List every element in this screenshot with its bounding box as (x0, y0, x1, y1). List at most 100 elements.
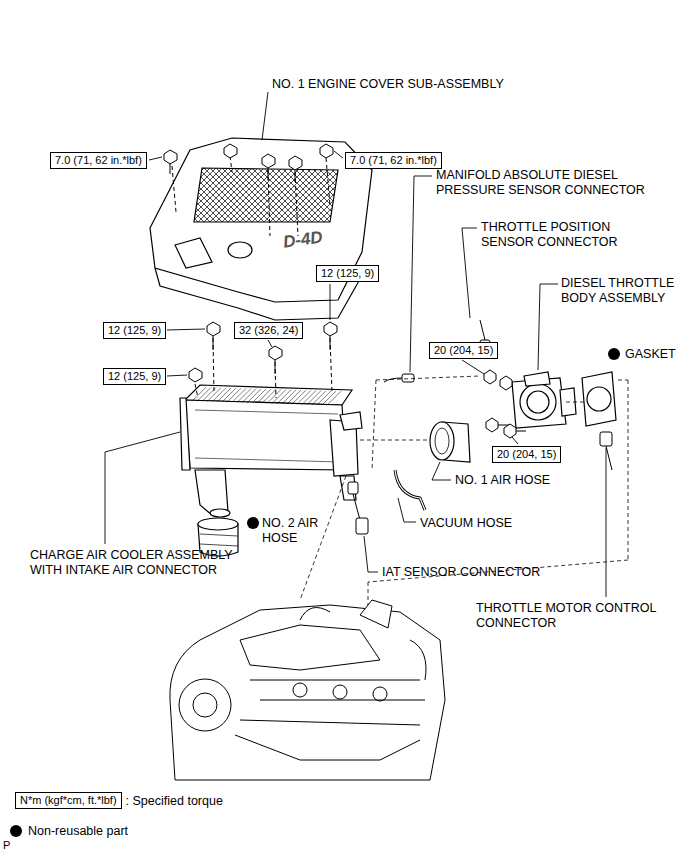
charge-air-cooler (195, 458, 340, 462)
cover-bolts (289, 156, 302, 170)
cooler-bolts (189, 368, 202, 382)
torque-box: 12 (125, 9) (103, 322, 166, 339)
engine-block (373, 687, 387, 701)
engine-block (170, 605, 445, 780)
assembly-guides (372, 380, 376, 470)
leader-lines (334, 151, 343, 158)
engine-block (240, 625, 380, 670)
part-label: DIESEL THROTTLE BODY ASSEMBLY (561, 276, 686, 306)
assembly-guides (360, 440, 430, 441)
cover-bolts (268, 168, 269, 180)
assembly-guides (628, 380, 629, 560)
part-label: NO. 1 ENGINE COVER SUB-ASSEMBLY (272, 77, 504, 92)
engine-cover (150, 138, 372, 320)
engine-cover (175, 238, 212, 268)
throttle-nuts-bolts (484, 370, 526, 438)
throttle-body (524, 372, 550, 386)
gasket (587, 387, 611, 411)
leader-lines (167, 375, 187, 376)
leader-lines (105, 432, 180, 544)
part-label: THROTTLE POSITION SENSOR CONNECTOR (481, 220, 656, 250)
no2-air-hose (200, 544, 238, 546)
assembly-guides (618, 380, 628, 381)
cover-bolts (262, 154, 275, 168)
connectors (480, 320, 485, 340)
leader-lines (538, 284, 558, 370)
cooler-bolts (269, 346, 282, 360)
cover-bolts (224, 144, 237, 158)
engine-block (193, 693, 217, 717)
charge-air-cooler (340, 412, 362, 430)
leader-lines (167, 329, 205, 330)
leader-lines (512, 437, 518, 444)
charge-air-cooler (185, 400, 346, 470)
leader-lines (149, 157, 162, 160)
torque-box: 12 (125, 9) (316, 265, 379, 282)
throttle-nuts-bolts (484, 370, 496, 384)
connectors (606, 446, 612, 470)
throttle-body (512, 372, 576, 428)
cooler-bolts (324, 322, 337, 336)
part-label: THROTTLE MOTOR CONTROL CONNECTOR (476, 601, 681, 631)
charge-air-cooler (180, 385, 362, 517)
part-label: CHARGE AIR COOLER ASSEMBLY WITH INTAKE A… (30, 548, 250, 578)
cooler-bolts (189, 322, 337, 398)
charge-air-cooler (180, 398, 190, 470)
cover-bolts (326, 158, 330, 205)
connectors (353, 494, 360, 520)
leader-lines (462, 360, 484, 374)
logo-text: D-4D (282, 229, 323, 249)
part-label: VACUUM HOSE (420, 516, 512, 531)
engine-block (410, 640, 426, 680)
leader-lines (398, 498, 416, 522)
part-label: IAT SENSOR CONNECTOR (382, 565, 540, 580)
engine-block (235, 735, 420, 760)
cooler-bolts (195, 384, 198, 398)
engine-cover (194, 168, 338, 222)
torque-value: 32 (326, 24) (239, 324, 298, 336)
cooler-bolts (207, 322, 220, 336)
cooler-bolts (330, 336, 331, 350)
torque-value: 7.0 (71, 62 in.*lbf) (55, 154, 142, 166)
torque-value: 12 (125, 9) (321, 267, 374, 279)
assembly-guides (566, 402, 584, 403)
leader-lines (330, 284, 331, 320)
non-reusable-mark (608, 348, 620, 360)
torque-box: 12 (125, 9) (103, 368, 166, 385)
assembly-guides (376, 376, 480, 380)
assembly-guides (368, 560, 628, 582)
non-reusable-mark (247, 517, 259, 529)
legend-text: Non-reusable part (28, 824, 128, 839)
no1-air-hose (430, 422, 454, 460)
cooler-bolts (213, 336, 214, 350)
charge-air-cooler (195, 410, 338, 414)
connectors (348, 320, 612, 534)
torque-box: 20 (204, 15) (429, 342, 498, 359)
gasket (582, 372, 616, 426)
torque-box: 20 (204, 15) (492, 446, 561, 463)
cover-bolts (164, 144, 333, 236)
engine-block (360, 600, 392, 628)
engine-block (250, 680, 420, 681)
cover-bolts (170, 164, 171, 174)
charge-air-cooler (210, 509, 230, 517)
torque-box: N*m (kgf*cm, ft.*lbf) (15, 792, 122, 809)
legend-circle (10, 825, 22, 837)
connectors (402, 374, 414, 382)
connectors (356, 518, 368, 534)
throttle-nuts-bolts (516, 431, 526, 432)
no2-air-hose (198, 518, 238, 530)
cooler-bolts (195, 338, 332, 398)
cover-bolts (295, 170, 296, 182)
engine-cover (228, 242, 252, 258)
torque-value: 12 (125, 9) (108, 370, 161, 382)
charge-air-cooler (327, 391, 341, 405)
throttle-nuts-bolts (500, 376, 512, 390)
engine-block (333, 685, 347, 699)
part-label: GASKET (625, 347, 676, 362)
leader-lines (432, 462, 451, 480)
torque-value: N*m (kgf*cm, ft.*lbf) (20, 794, 117, 806)
torque-value: 20 (204, 15) (497, 448, 556, 460)
no1-air-hose (435, 428, 449, 454)
